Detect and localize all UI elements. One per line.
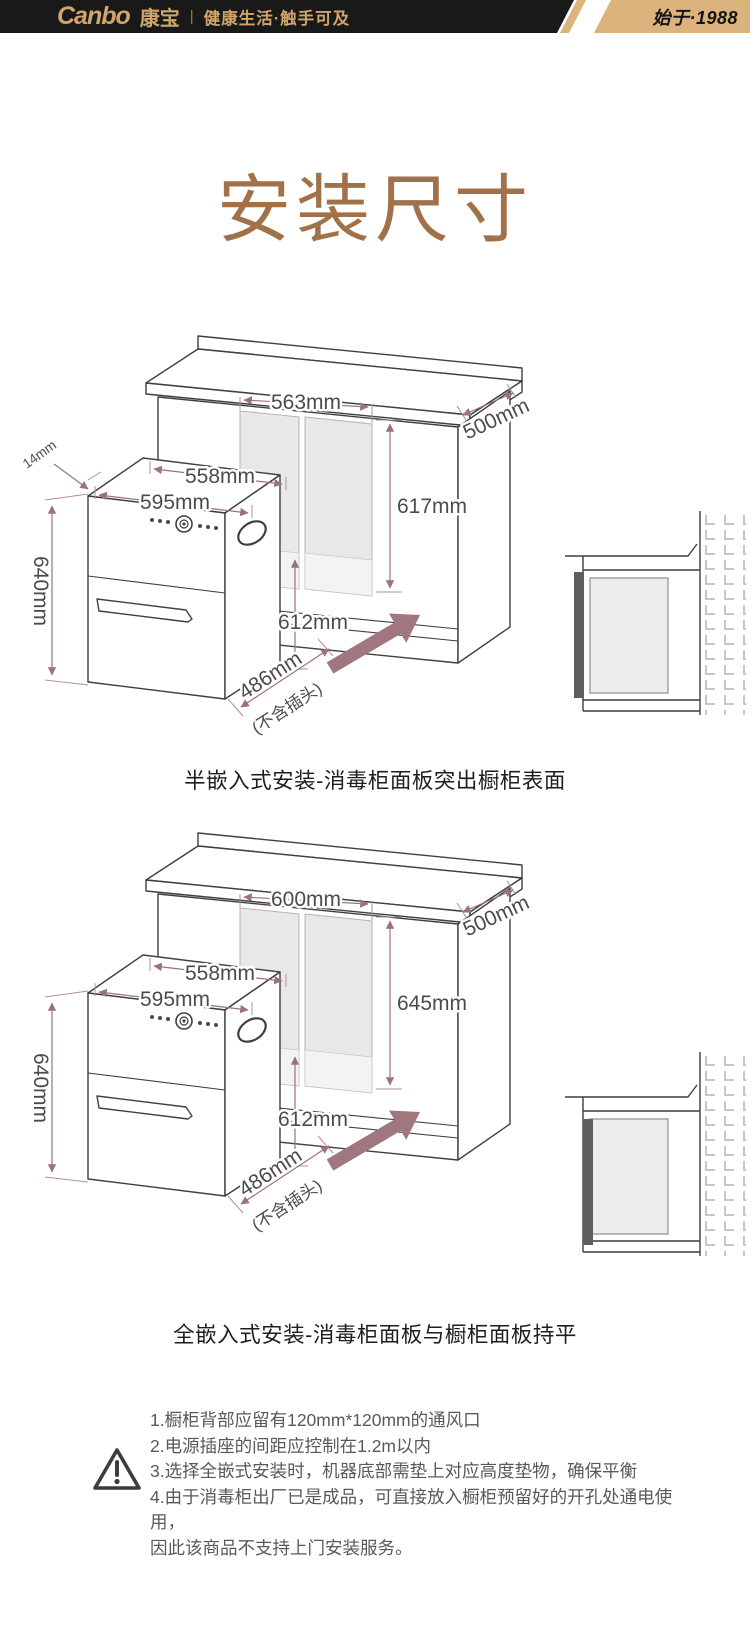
side-section-drawing <box>565 511 746 715</box>
installation-diagram: 563mm 500mm 558mm 595mm 617mm <box>17 335 746 740</box>
insert-direction-arrow <box>326 613 420 674</box>
door-handle <box>96 1095 193 1120</box>
caption-semi-recessed: 半嵌入式安装-消毒柜面板突出橱柜表面 <box>184 769 566 793</box>
since-badge-text: 始于·1988 <box>652 7 738 28</box>
vent-hole <box>237 520 267 546</box>
dim-opening-height: 617mm <box>397 495 467 518</box>
dim-lower-height: 612mm <box>278 611 348 634</box>
front-panel-section <box>583 1119 593 1245</box>
vent-hole <box>237 1017 267 1043</box>
dim-panel-offset: 14mm <box>20 437 59 471</box>
dim-front-width: 595mm <box>140 988 210 1011</box>
wall-hatching <box>704 513 746 715</box>
note-line: 4.由于消毒柜出厂已是成品，可直接放入橱柜预留好的开孔处通电使用， <box>150 1486 673 1533</box>
page-title: 安装尺寸 <box>217 168 533 251</box>
dim-panel-offset-group: 14mm <box>17 435 102 490</box>
warning-triangle-icon <box>90 1443 144 1499</box>
brand-name-cn: 康宝 <box>139 8 180 30</box>
installation-notes: 1.橱柜背部应留有120mm*120mm的通风口 2.电源插座的间距应控制在1.… <box>150 1408 690 1561</box>
appliance-body-section <box>589 577 669 694</box>
header-bar: Canbo 康宝 | 健康生活·触手可及 始于·1988 <box>0 0 750 33</box>
dim-body-height: 640mm <box>29 1053 52 1123</box>
brand-bar: Canbo 康宝 | 健康生活·触手可及 <box>0 0 574 33</box>
dim-top-width: 558mm <box>185 962 255 985</box>
installation-diagram: 600mm 500mm 558mm 595mm 645mm <box>27 832 746 1256</box>
dim-body-height: 640mm <box>29 556 52 626</box>
dim-opening-width: 563mm <box>271 391 341 414</box>
caption-fully-recessed: 全嵌入式安装-消毒柜面板与橱柜面板持平 <box>173 1323 577 1347</box>
dim-top-width: 558mm <box>185 465 255 488</box>
insert-direction-arrow <box>326 1110 420 1171</box>
since-badge: 始于·1988 <box>594 0 750 33</box>
dim-opening-width: 600mm <box>271 888 341 911</box>
diagram-semi-recessed: 563mm 500mm 558mm 595mm 617mm <box>0 333 750 763</box>
wall-hatching <box>704 1054 746 1256</box>
note-line: 2.电源插座的间距应控制在1.2m以内 <box>150 1435 431 1456</box>
note-line: 因此该商品不支持上门安装服务。 <box>150 1537 413 1558</box>
note-line: 3.选择全嵌式安装时，机器底部需垫上对应高度垫物，确保平衡 <box>150 1461 638 1481</box>
diagram-fully-recessed: 600mm 500mm 558mm 595mm 645mm <box>0 830 750 1260</box>
note-line: 1.橱柜背部应留有120mm*120mm的通风口 <box>150 1410 481 1430</box>
side-section-drawing <box>565 1052 746 1256</box>
door-handle <box>96 598 193 623</box>
brand-slogan: 健康生活·触手可及 <box>203 9 351 28</box>
header-divider: | <box>189 8 194 25</box>
dim-front-width: 595mm <box>140 491 210 514</box>
brand-logo: Canbo <box>57 2 131 30</box>
dim-lower-height: 612mm <box>278 1108 348 1131</box>
front-panel-section <box>574 572 584 698</box>
appliance-body-section <box>589 1118 669 1235</box>
dim-opening-height: 645mm <box>397 992 467 1015</box>
